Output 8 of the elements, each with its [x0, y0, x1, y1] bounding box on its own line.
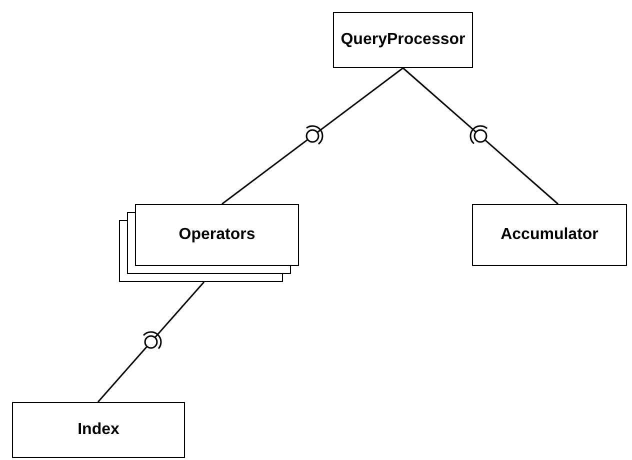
component-box [472, 204, 627, 266]
component-name: Accumulator [500, 226, 598, 244]
component-name: Operators [178, 226, 256, 244]
component-box [12, 402, 185, 458]
stacked-component [119, 204, 299, 282]
component-name: QueryProcessor [340, 31, 466, 49]
component-name: Index [78, 421, 120, 439]
component-box [333, 12, 473, 68]
